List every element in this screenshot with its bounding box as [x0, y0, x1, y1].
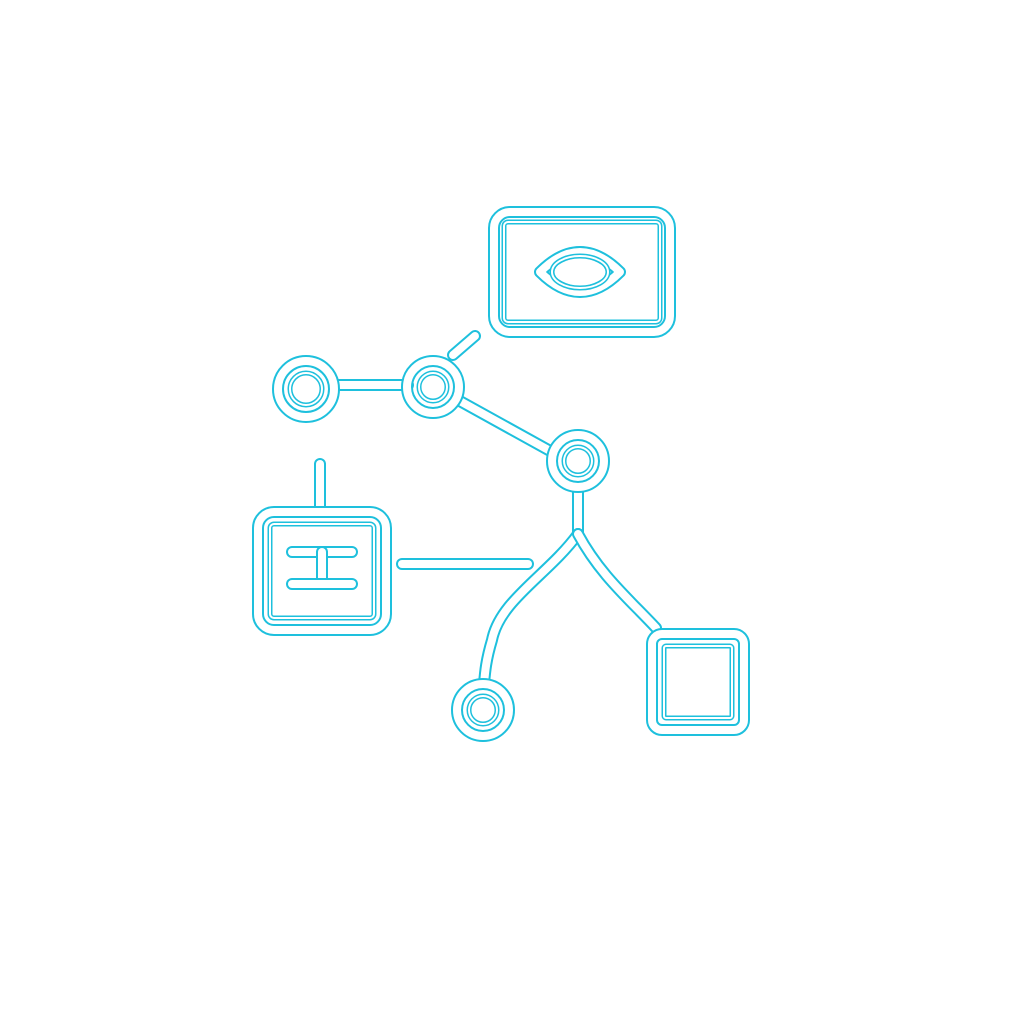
icon-outline-layer	[252, 206, 750, 742]
branch-left	[480, 530, 582, 688]
node-circle-middle	[401, 355, 465, 419]
monitor-eye-icon	[488, 206, 676, 338]
square-inner	[663, 645, 733, 719]
square-frame	[648, 630, 748, 734]
module-box-icon	[252, 506, 392, 636]
eye-inner	[551, 255, 609, 289]
signal-dash	[449, 332, 479, 359]
monitor-frame	[490, 208, 674, 336]
module-inner	[269, 523, 375, 619]
node-circle-bottom	[451, 678, 515, 742]
node-circle-junction	[546, 429, 610, 493]
square-box-icon	[646, 628, 750, 736]
node-circle-left	[272, 355, 340, 423]
eye-shape	[536, 248, 624, 296]
branch-right	[574, 530, 660, 632]
monitor-screen	[503, 221, 661, 323]
connector-middle-junction	[454, 396, 556, 456]
module-frame	[254, 508, 390, 634]
